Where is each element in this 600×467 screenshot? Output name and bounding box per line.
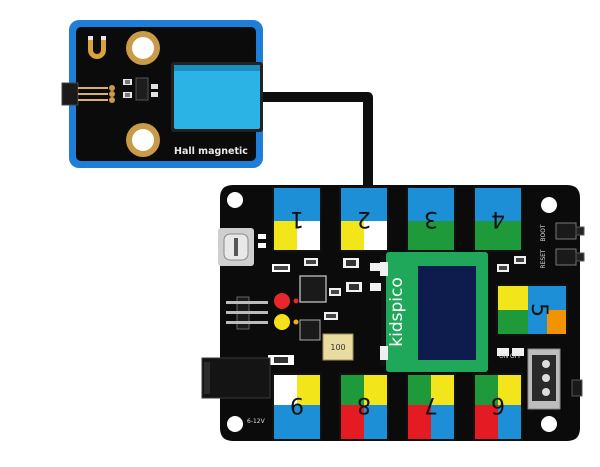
port-number: 2 (357, 206, 371, 231)
led-red (274, 293, 290, 309)
hall-sensor-module[interactable]: Hall magnetic (61, 20, 263, 168)
mounting-hole-top (126, 31, 160, 65)
oled-display: kidspico (380, 252, 489, 372)
port-4[interactable]: 4 (473, 186, 523, 252)
boot-button[interactable]: BOOT (540, 222, 585, 242)
port-5[interactable]: 5 (496, 284, 568, 336)
port-number: 3 (424, 206, 438, 231)
board-hole-bottom-right (541, 416, 557, 432)
port-6[interactable]: 6 (473, 373, 523, 441)
smd-chips (268, 258, 382, 365)
port-number: 5 (526, 303, 551, 317)
pin-header[interactable] (226, 296, 268, 330)
power-switch[interactable]: ON OFF (499, 348, 583, 410)
power-label: 6-12V (247, 418, 266, 425)
mounting-hole-bottom (126, 123, 160, 157)
right-smd (497, 256, 526, 356)
port-number: 4 (491, 206, 505, 231)
hall-sensor-chip (61, 82, 115, 106)
port-3[interactable]: 3 (406, 186, 456, 252)
port-number: 8 (357, 392, 371, 417)
board-hole-bottom-left (227, 416, 243, 432)
port-2[interactable]: 2 (339, 186, 389, 252)
switch-label-off: OFF (510, 353, 522, 360)
port-8[interactable]: 8 (339, 373, 389, 441)
port-number: 9 (290, 392, 304, 417)
module-label: Hall magnetic (174, 146, 248, 157)
power-jack[interactable]: 6-12V (201, 357, 271, 425)
reset-button[interactable]: RESET (540, 248, 585, 269)
board-hole-top-left (227, 192, 243, 208)
capacitor-label: 100 (330, 343, 345, 352)
led-yellow (274, 314, 290, 330)
usb-c-port[interactable] (218, 228, 254, 266)
port-9[interactable]: 9 (272, 373, 322, 441)
boot-label: BOOT (540, 224, 547, 241)
module-connector (171, 62, 263, 132)
brand-logo: kidspico (387, 277, 407, 346)
usb-silkscreen-pads (258, 234, 290, 272)
port-1[interactable]: 1 (272, 186, 322, 252)
port-7[interactable]: 7 (406, 373, 456, 441)
port-number: 6 (491, 392, 505, 417)
reset-label: RESET (540, 249, 547, 269)
port-number: 7 (424, 392, 438, 417)
status-leds (274, 293, 299, 330)
port-number: 1 (290, 206, 304, 231)
smd-components (123, 77, 158, 101)
board-hole-top-right (541, 197, 557, 213)
magnet-icon (88, 36, 106, 59)
connection-cable (262, 92, 373, 188)
switch-label-on: ON (499, 353, 508, 360)
capacitor: 100 (322, 333, 354, 361)
